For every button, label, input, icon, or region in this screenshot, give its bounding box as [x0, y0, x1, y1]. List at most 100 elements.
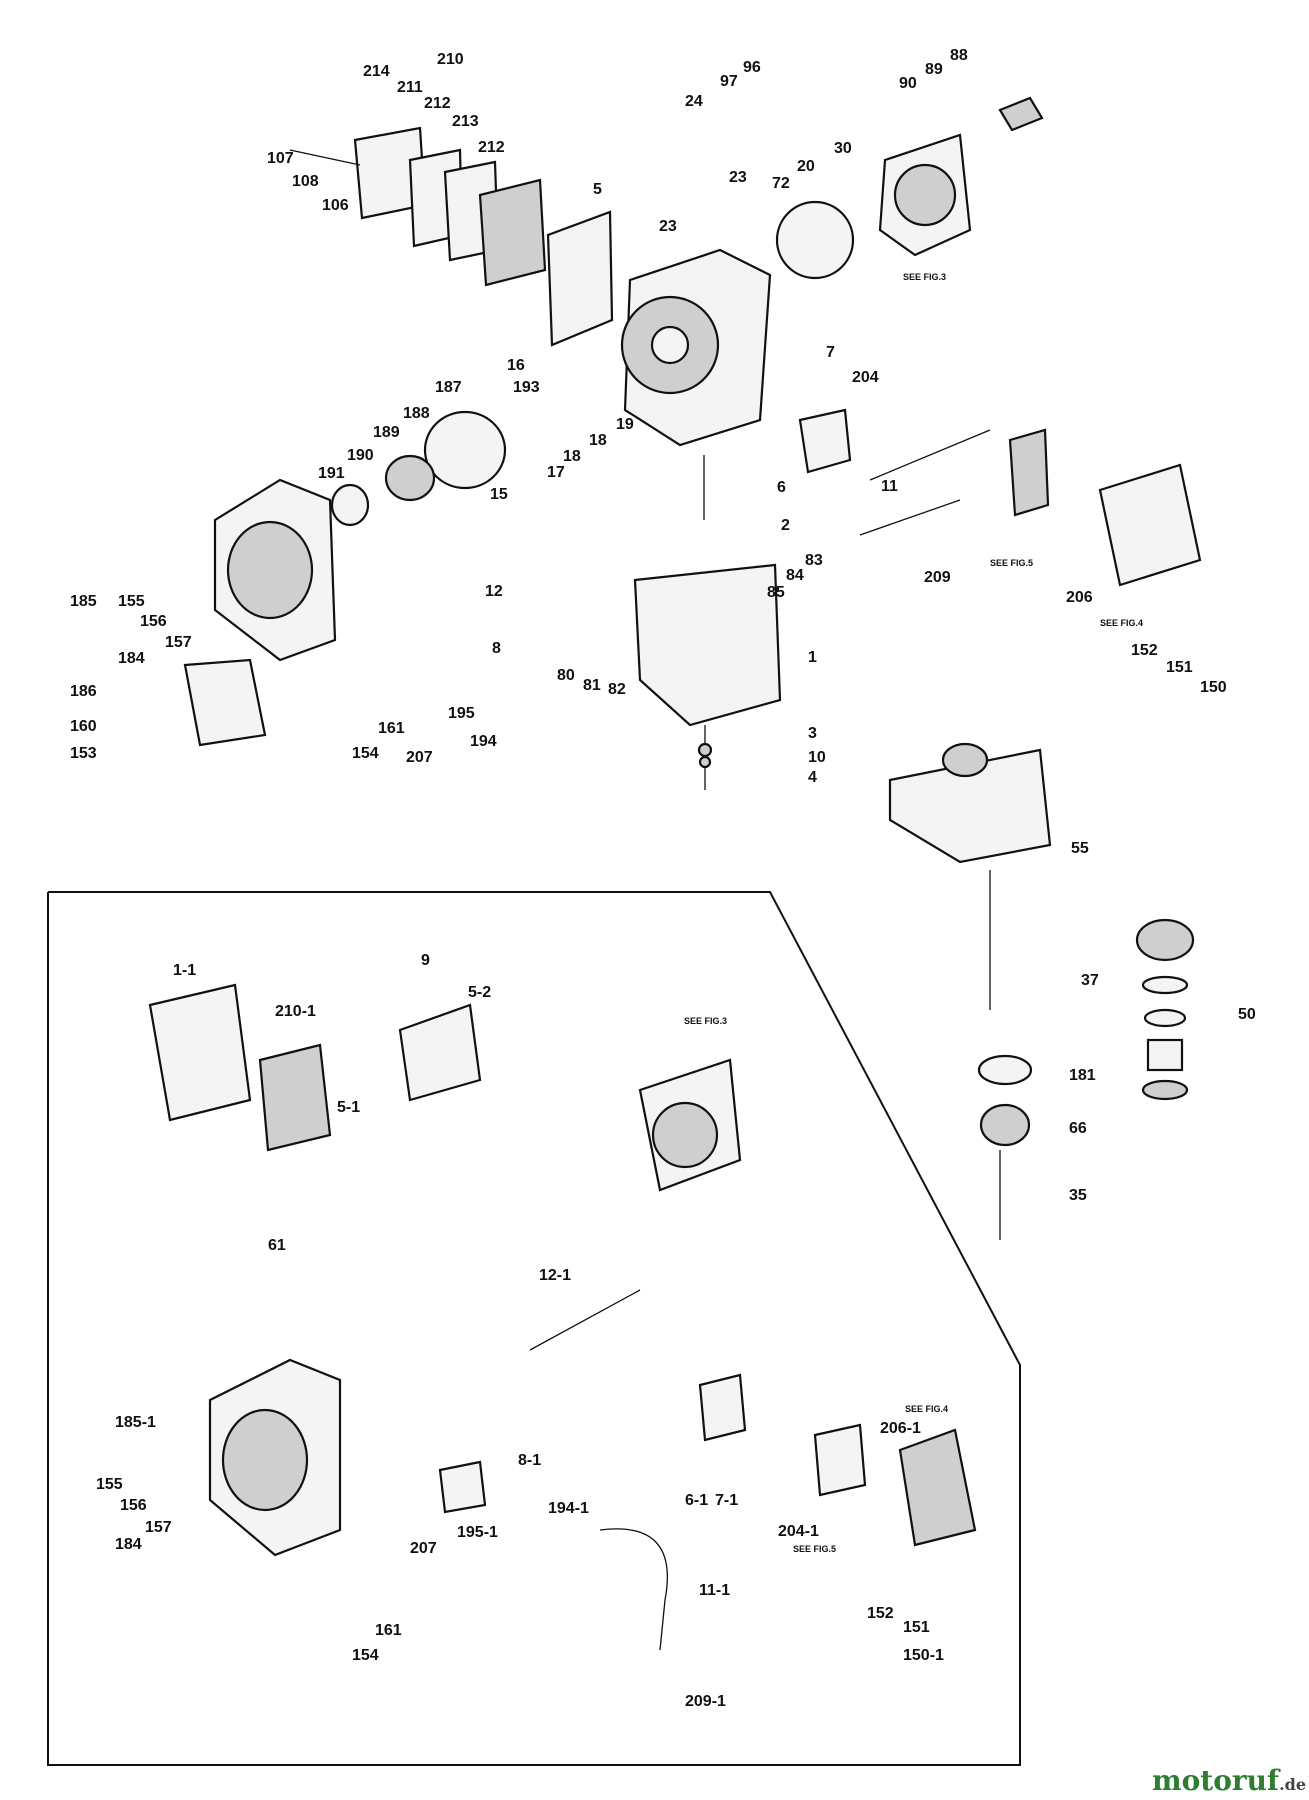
watermark-brand: motoruf	[1152, 1764, 1281, 1797]
callout-label: 154	[352, 1647, 379, 1664]
callout-labels: 210 214 211 212 213 212 97 96 24 88 89 9…	[70, 47, 1256, 1710]
callout-label: 185-1	[115, 1414, 156, 1431]
callout-label: 23	[729, 169, 747, 186]
fuel-tank	[888, 742, 1052, 1240]
callout-label: 212	[478, 139, 505, 156]
callout-label: 8	[492, 640, 501, 657]
callout-label: 55	[1071, 840, 1089, 857]
callout-label: 209	[924, 569, 951, 586]
callout-label: 194	[470, 733, 497, 750]
callout-label: 108	[292, 173, 319, 190]
callout-label: 211	[397, 79, 423, 96]
callout-label: 156	[120, 1497, 147, 1514]
callout-label: 210	[437, 51, 464, 68]
callout-label: 181	[1069, 1067, 1096, 1084]
callout-label: 156	[140, 613, 167, 630]
callout-label: 195-1	[457, 1524, 498, 1541]
callout-label: 184	[118, 650, 145, 667]
callout-label: 10	[808, 749, 826, 766]
callout-label: 12	[485, 583, 503, 600]
watermark-logo: motoruf.de	[1152, 1764, 1306, 1797]
callout-label: 4	[808, 769, 817, 786]
callout-label: 2	[781, 517, 790, 534]
callout-label: 185	[70, 593, 97, 610]
figure-reference: SEE FIG.5	[990, 558, 1033, 568]
callout-label: 212	[424, 95, 451, 112]
callout-label: 12-1	[539, 1267, 571, 1284]
callout-label: 207	[406, 749, 433, 766]
callout-label: 209-1	[685, 1693, 726, 1710]
callout-label: 88	[950, 47, 968, 64]
callout-label: 195	[448, 705, 475, 722]
gear-case	[213, 478, 337, 662]
callout-label: 194-1	[548, 1500, 589, 1517]
callout-label: 184	[115, 1536, 142, 1553]
shield-plate	[546, 210, 614, 347]
callout-label: 7	[826, 344, 835, 361]
callout-label: 155	[96, 1476, 123, 1493]
callout-label: 17	[547, 464, 565, 481]
callout-label: 151	[903, 1619, 930, 1636]
callout-label: 106	[322, 197, 349, 214]
callout-label: 191	[318, 465, 345, 482]
callout-label: 37	[1081, 972, 1099, 989]
callout-label: 210-1	[275, 1003, 316, 1020]
callout-label: 151	[1166, 659, 1193, 676]
figure-references: SEE FIG.3 SEE FIG.5 SEE FIG.4 SEE FIG.3 …	[684, 272, 1143, 1554]
callout-label: 18	[589, 432, 607, 449]
callout-label: 155	[118, 593, 145, 610]
callout-label: 160	[70, 718, 97, 735]
callout-label: 154	[352, 745, 379, 762]
callout-label: 107	[267, 150, 294, 167]
callout-label: 96	[743, 59, 761, 76]
callout-label: 72	[772, 175, 790, 192]
callout-label: 6	[777, 479, 786, 496]
callout-label: 85	[767, 584, 785, 601]
callout-label: 3	[808, 725, 817, 742]
variant-inset-box	[47, 891, 1021, 1766]
callout-label: 82	[608, 681, 626, 698]
flywheel	[775, 200, 855, 280]
callout-label: 190	[347, 447, 374, 464]
callout-label: 89	[925, 61, 943, 78]
callout-label: 186	[70, 683, 97, 700]
callout-label: 150	[1200, 679, 1227, 696]
callout-label: 19	[616, 416, 634, 433]
callout-label: 152	[867, 1605, 894, 1622]
callout-label: 5-1	[337, 1099, 360, 1116]
figure-reference: SEE FIG.5	[793, 1544, 836, 1554]
callout-label: 161	[378, 720, 405, 737]
callout-label: 84	[786, 567, 804, 584]
bracket	[183, 658, 267, 747]
callout-label: 193	[513, 379, 540, 396]
callout-label: 61	[268, 1237, 286, 1254]
callout-label: 5	[593, 181, 602, 198]
callout-label: 50	[1238, 1006, 1256, 1023]
callout-label: 204	[852, 369, 879, 386]
callout-label: 11-1	[699, 1582, 730, 1599]
callout-label: 83	[805, 552, 823, 569]
callout-label: 16	[507, 357, 525, 374]
callout-label: 15	[490, 486, 508, 503]
callout-label: 150-1	[903, 1647, 944, 1664]
callout-label: 213	[452, 113, 479, 130]
callout-label: 23	[659, 218, 677, 235]
callout-label: 18	[563, 448, 581, 465]
callout-label: 161	[375, 1622, 402, 1639]
callout-label: 153	[70, 745, 97, 762]
clutch-drum	[330, 410, 507, 527]
callout-label: 206	[1066, 589, 1093, 606]
callout-label: 207	[410, 1540, 437, 1557]
callout-label: 97	[720, 73, 738, 90]
figure-reference: SEE FIG.4	[905, 1404, 948, 1414]
carburetor-group	[798, 408, 1202, 587]
callout-label: 6-1	[685, 1492, 708, 1509]
figure-reference: SEE FIG.3	[903, 272, 946, 282]
callout-label: 188	[403, 405, 430, 422]
callout-label: 214	[363, 63, 390, 80]
figure-reference: SEE FIG.3	[684, 1016, 727, 1026]
callout-label: 81	[583, 677, 601, 694]
fuel-cap-stack	[1135, 918, 1195, 1101]
callout-label: 30	[834, 140, 852, 157]
